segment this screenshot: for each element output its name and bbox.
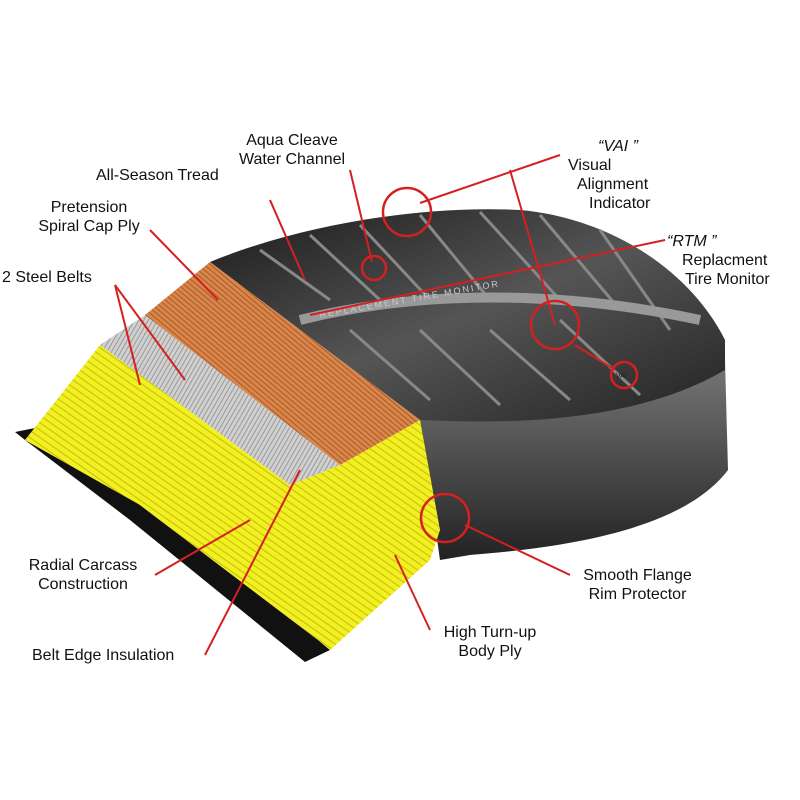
label-line: Radial Carcass [28,557,138,574]
label-line: Alignment [577,176,649,193]
vai-mark: VAI [616,373,627,380]
label-line: Pretension [50,199,128,216]
label-line: Aqua Cleave [246,132,338,149]
label-line: Rim Protector [588,586,687,603]
label-line: Replacment [682,252,768,269]
label-smooth-flange: Smooth Flange Rim Protector [565,566,710,604]
label-radial-carcass: Radial Carcass Construction [8,556,158,594]
label-line: Indicator [589,195,651,212]
label-all-season-tread: All-Season Tread [96,167,219,184]
label-vai: “VAI ” Visual Alignment Indicator [548,137,688,213]
label-aqua-cleave: Aqua Cleave Water Channel [222,131,362,169]
label-line: Body Ply [458,643,522,660]
label-code: “VAI ” [597,138,638,155]
label-line: Water Channel [238,151,346,168]
tread-grooves [259,210,672,407]
label-belt-edge-insulation: Belt Edge Insulation [32,647,175,664]
label-high-turnup: High Turn-up Body Ply [425,623,555,661]
tire-sidewall [420,360,728,560]
callout-circles [360,186,639,544]
label-line: High Turn-up [443,624,537,641]
label-line: Smooth Flange [583,567,692,584]
label-line: Construction [38,576,128,593]
label-steel-belts: 2 Steel Belts [2,269,92,286]
label-line: Tire Monitor [685,271,770,288]
radial-carcass [25,345,440,650]
spiral-cap-ply [145,262,420,465]
label-line: Visual [568,157,612,174]
label-line: Spiral Cap Ply [38,218,140,235]
label-code: “RTM ” [667,233,717,250]
steel-belts [100,315,340,485]
callout-lines [114,154,666,656]
label-rtm: “RTM ” Replacment Tire Monitor [667,232,770,289]
label-pretension-cap-ply: Pretension Spiral Cap Ply [14,198,164,236]
bead-edge [15,428,330,662]
